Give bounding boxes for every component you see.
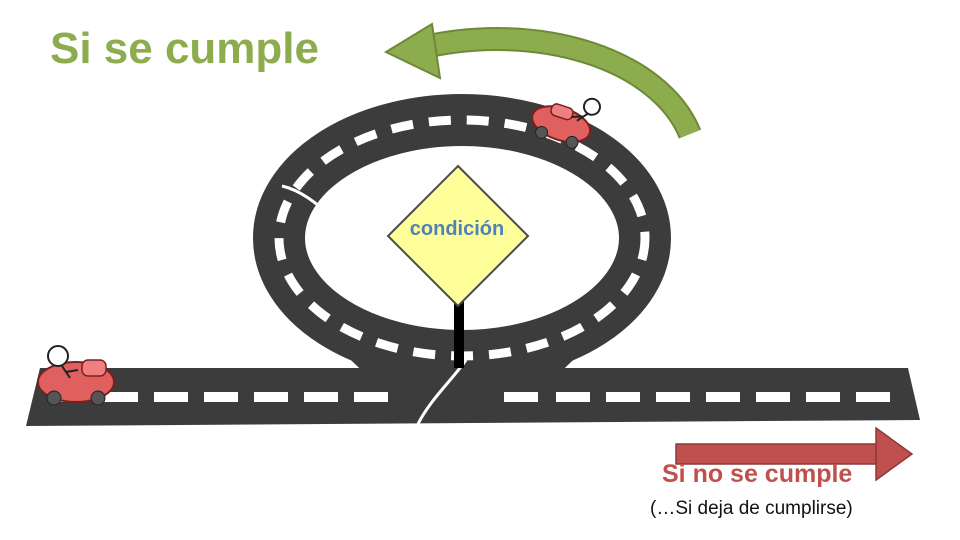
condition-sign (386, 164, 530, 368)
straight-road (26, 368, 920, 426)
sign-diamond (386, 164, 530, 308)
no-label: Si no se cumple (662, 460, 853, 488)
car-with-driver-icon (37, 345, 115, 406)
sign-post (454, 300, 464, 368)
no-sublabel: (…Si deja de cumplirse) (650, 498, 853, 519)
continue-arrow (675, 426, 914, 482)
loop-back-arrow (383, 22, 702, 139)
yes-label: Si se cumple (50, 24, 320, 73)
condition-label: condición (409, 218, 505, 240)
car-with-driver-icon (531, 97, 601, 149)
